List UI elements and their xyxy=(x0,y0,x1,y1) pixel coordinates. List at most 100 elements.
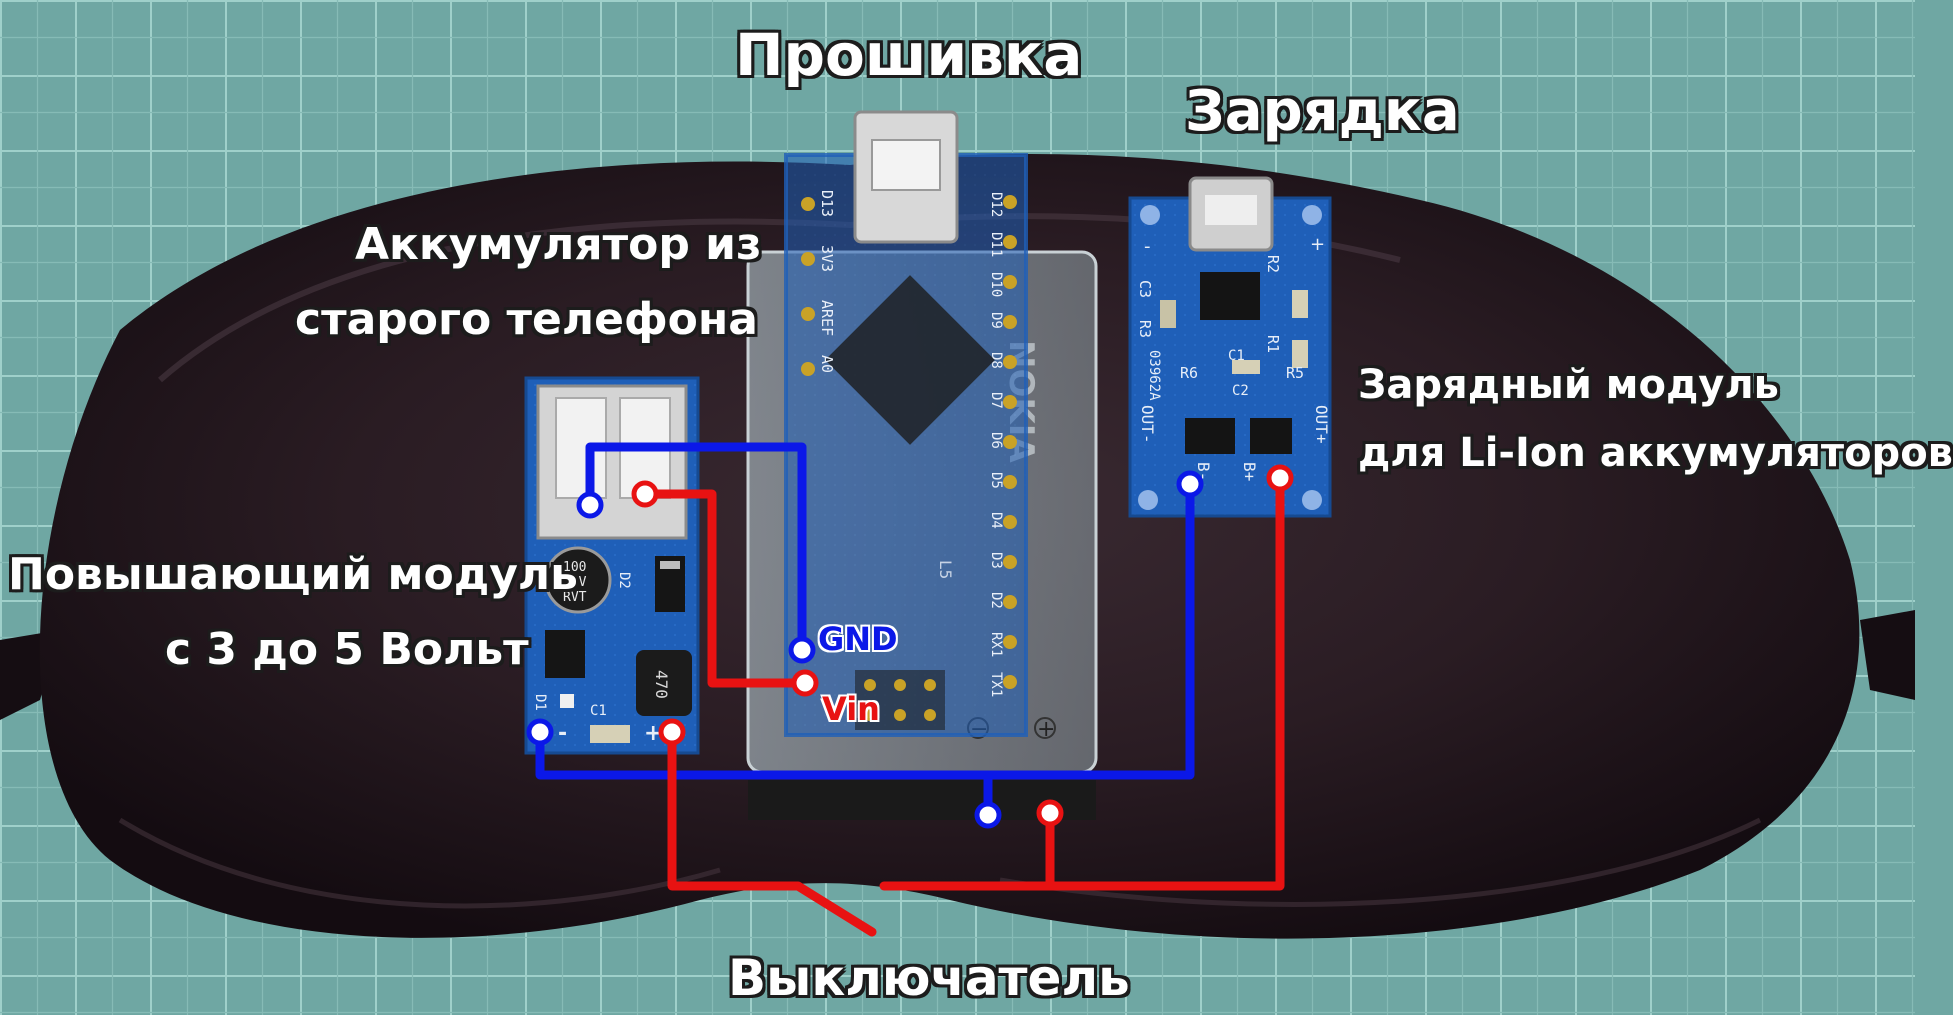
icsp-header xyxy=(855,670,945,730)
arduino-right-pin-hole xyxy=(1003,435,1017,449)
cap-label-rvt: RVT xyxy=(563,590,587,605)
arduino-pin-label: D2 xyxy=(988,592,1004,609)
protection-ic xyxy=(1185,418,1235,454)
charger-part-c3: C3 xyxy=(1136,280,1154,298)
arduino-pin-label: 3V3 xyxy=(818,245,836,272)
boost-converter-module: 100 16V RVT 470 D2 D1 C1 - + xyxy=(524,376,700,755)
boost-part-d1: D1 xyxy=(532,694,548,711)
charger-sign-plus: + xyxy=(1310,234,1325,255)
electrolytic-capacitor: 100 16V RVT xyxy=(544,546,612,614)
terminal-boost-minus xyxy=(526,718,554,746)
terminal-battery-minus xyxy=(974,801,1002,829)
arduino-pin-label: D10 xyxy=(988,272,1004,297)
arduino-right-pin-hole xyxy=(1003,235,1017,249)
charger-part-03962a: 03962A xyxy=(1146,350,1162,401)
arduino-led-label: L5 xyxy=(936,560,955,579)
charger-pin-b-plus: B+ xyxy=(1240,462,1259,481)
tp4056-charger-module: C3 R3 R2 R1 R5 R6 C1 C2 03962A OUT- B- B… xyxy=(1128,176,1332,518)
caption-boost-line1: Повышающий модуль xyxy=(8,549,578,600)
caption-firmware: Прошивка xyxy=(735,21,1083,89)
caption-charger-line2: для Li-Ion аккумуляторов xyxy=(1358,430,1953,476)
charger-pin-out-plus: OUT+ xyxy=(1312,405,1331,444)
battery-plus-terminal xyxy=(1034,717,1056,739)
arduino-pin-label: D6 xyxy=(988,432,1004,449)
terminal-usb-gnd xyxy=(576,491,604,519)
arduino-left-pin-hole xyxy=(801,307,815,321)
caption-battery-line1: Аккумулятор из xyxy=(355,219,762,270)
cap-label-16v: 16V xyxy=(563,575,587,590)
boost-part-d2: D2 xyxy=(616,572,632,589)
charger-part-r6: R6 xyxy=(1180,364,1198,382)
cap-label-100: 100 xyxy=(563,560,586,575)
arduino-pin-label: D11 xyxy=(988,232,1004,257)
vin-wire-usb-to-arduino xyxy=(640,489,810,688)
terminal-charger-b-plus xyxy=(1266,464,1294,492)
charger-pin-out-minus: OUT- xyxy=(1138,405,1157,444)
charger-part-r2: R2 xyxy=(1264,255,1282,273)
charger-part-c2: C2 xyxy=(1232,383,1249,399)
caption-charging: Зарядка xyxy=(1185,79,1460,144)
arduino-right-pin-hole xyxy=(1003,315,1017,329)
terminal-charger-b-minus xyxy=(1176,470,1204,498)
terminal-usb-vin xyxy=(631,480,659,508)
charger-part-r1: R1 xyxy=(1264,335,1282,353)
boost-ic xyxy=(545,630,585,678)
battery-plus-label: + xyxy=(1037,717,1055,742)
arduino-pin-label: AREF xyxy=(818,300,836,336)
arduino-pin-label: D13 xyxy=(818,190,836,217)
terminal-battery-plus xyxy=(1036,799,1064,827)
caption-boost-line2: с 3 до 5 Вольт xyxy=(165,624,529,675)
arduino-right-pin-hole xyxy=(1003,275,1017,289)
arduino-left-pin-hole xyxy=(801,197,815,211)
arduino-right-pin-hole xyxy=(1003,395,1017,409)
arduino-pin-label: D5 xyxy=(988,472,1004,489)
mosfet-ic xyxy=(1250,418,1292,454)
charger-part-r5: R5 xyxy=(1286,364,1304,382)
inductor: 470 xyxy=(636,650,692,716)
arduino-right-pin-hole xyxy=(1003,475,1017,489)
arduino-left-pin-hole xyxy=(801,252,815,266)
arduino-right-pin-hole xyxy=(1003,635,1017,649)
vin-wire-switch-to-charger xyxy=(879,475,1285,891)
gnd-wire-bottom-rail xyxy=(535,483,1195,780)
arduino-pin-label: D4 xyxy=(988,512,1004,529)
boost-plus-label: + xyxy=(644,721,662,746)
terminal-arduino-gnd xyxy=(788,636,816,664)
caption-switch: Выключатель xyxy=(728,949,1130,1007)
arduino-pin-label: RX1 xyxy=(988,632,1004,657)
arduino-pin-label: A0 xyxy=(818,355,836,373)
charger-ic xyxy=(1200,272,1260,320)
terminal-arduino-vin xyxy=(791,669,819,697)
arduino-pin-label: D8 xyxy=(988,352,1004,369)
atmega-chip xyxy=(825,275,995,445)
arduino-pin-label: D3 xyxy=(988,552,1004,569)
charger-sign-minus: - xyxy=(1144,236,1151,257)
arduino-right-pin-hole xyxy=(1003,355,1017,369)
boost-minus-label: - xyxy=(558,721,567,746)
arduino-right-pin-hole xyxy=(1003,675,1017,689)
gnd-pin-label: GND xyxy=(818,620,898,658)
inductor-label: 470 xyxy=(652,670,671,699)
charger-part-c1: C1 xyxy=(1228,348,1245,364)
arduino-right-pin-hole xyxy=(1003,195,1017,209)
wire-terminals xyxy=(526,464,1294,829)
arduino-pin-label: TX1 xyxy=(988,672,1004,697)
arduino-right-pin-hole xyxy=(1003,595,1017,609)
arduino-pin-label: D7 xyxy=(988,392,1004,409)
gnd-wire-usb-to-arduino xyxy=(585,442,807,650)
vin-pin-label: Vin xyxy=(822,690,880,728)
arduino-right-pin-hole xyxy=(1003,515,1017,529)
charger-part-r3: R3 xyxy=(1136,320,1154,338)
boost-part-c1: C1 xyxy=(590,703,607,719)
arduino-right-pin-hole xyxy=(1003,555,1017,569)
arduino-pin-label: D12 xyxy=(988,192,1004,217)
terminal-boost-plus xyxy=(658,718,686,746)
caption-battery-line2: старого телефона xyxy=(295,294,758,345)
arduino-pin-label: D9 xyxy=(988,312,1004,329)
arduino-left-pin-hole xyxy=(801,362,815,376)
